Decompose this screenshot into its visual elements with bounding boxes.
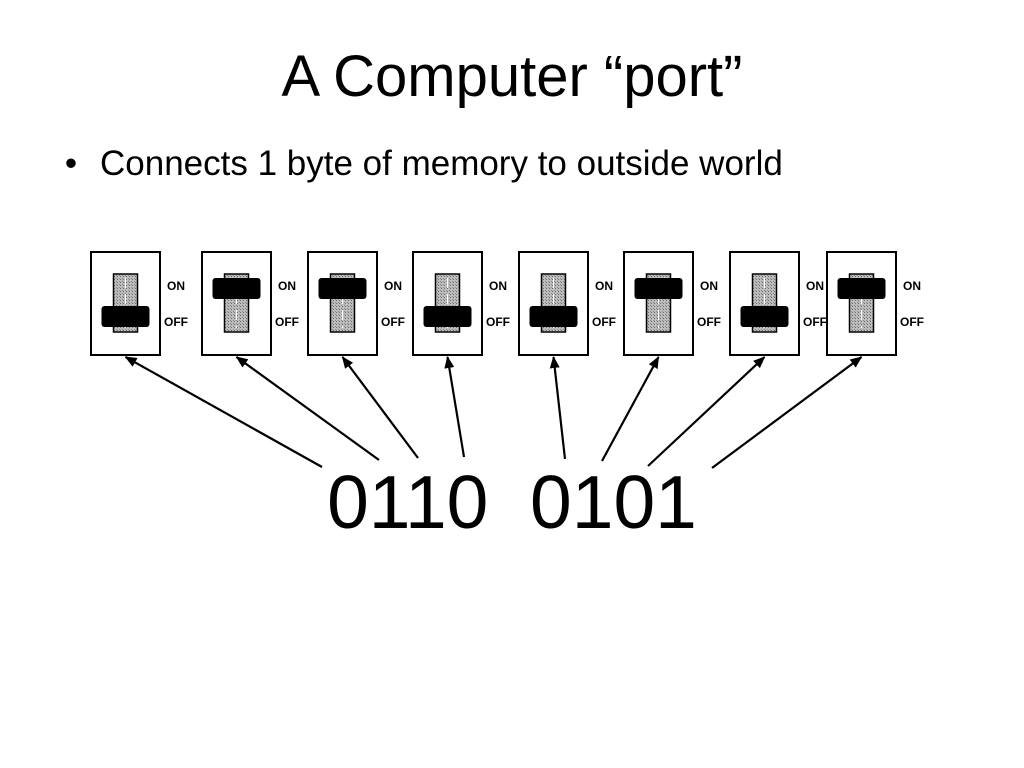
bit-arrow-8 — [711, 356, 863, 469]
switch-off-label: OFF — [486, 315, 510, 329]
switch-off-label: OFF — [592, 315, 616, 329]
switch-5: ON OFF — [518, 251, 616, 356]
bullet-text: Connects 1 byte of memory to outside wor… — [100, 144, 783, 183]
bit-arrow-3 — [341, 356, 419, 459]
switch-on-label: ON — [384, 279, 402, 293]
switch-on-label: ON — [595, 279, 613, 293]
bullet-item: • Connects 1 byte of memory to outside w… — [60, 141, 783, 187]
switch-6: ON OFF — [623, 251, 721, 356]
switch-handle — [212, 278, 261, 299]
switch-on-label: ON — [700, 279, 718, 293]
switch-4: ON OFF — [412, 251, 510, 356]
switch-2: ON OFF — [201, 251, 299, 356]
switch-off-label: OFF — [900, 315, 924, 329]
switch-on-label: ON — [903, 279, 921, 293]
switch-handle — [634, 278, 683, 299]
switch-8: ON OFF — [826, 251, 924, 356]
switch-7: ON OFF — [729, 251, 827, 356]
bit-pattern: 0110 0101 — [327, 460, 697, 544]
switches-row: ON OFF ON OFF ON OFF ON OFF ON OFF ON OFF ON OFF ON OFF — [90, 251, 924, 356]
switch-3: ON OFF — [307, 251, 405, 356]
bit-arrow-5 — [549, 356, 567, 460]
switch-off-label: OFF — [697, 315, 721, 329]
bit-arrow-2 — [235, 356, 380, 461]
bit-arrow-7 — [647, 356, 766, 467]
switch-handle — [318, 278, 367, 299]
bit-arrow-6 — [601, 356, 660, 462]
switch-on-label: ON — [278, 279, 296, 293]
switch-on-label: ON — [806, 279, 824, 293]
bit-arrow-4 — [444, 356, 466, 458]
switch-on-label: ON — [167, 279, 185, 293]
switch-on-label: ON — [489, 279, 507, 293]
slide-title: A Computer “port” — [281, 44, 743, 109]
arrows — [124, 356, 863, 469]
switch-off-label: OFF — [164, 315, 188, 329]
switch-handle — [423, 306, 472, 327]
bit-arrow-1 — [124, 356, 323, 468]
switch-handle — [529, 306, 578, 327]
switch-handle — [837, 278, 886, 299]
switch-off-label: OFF — [803, 315, 827, 329]
switch-handle — [101, 306, 150, 327]
switch-1: ON OFF — [90, 251, 188, 356]
switch-handle — [740, 306, 789, 327]
switch-off-label: OFF — [381, 315, 405, 329]
switch-off-label: OFF — [275, 315, 299, 329]
bullet-marker: • — [64, 144, 78, 183]
